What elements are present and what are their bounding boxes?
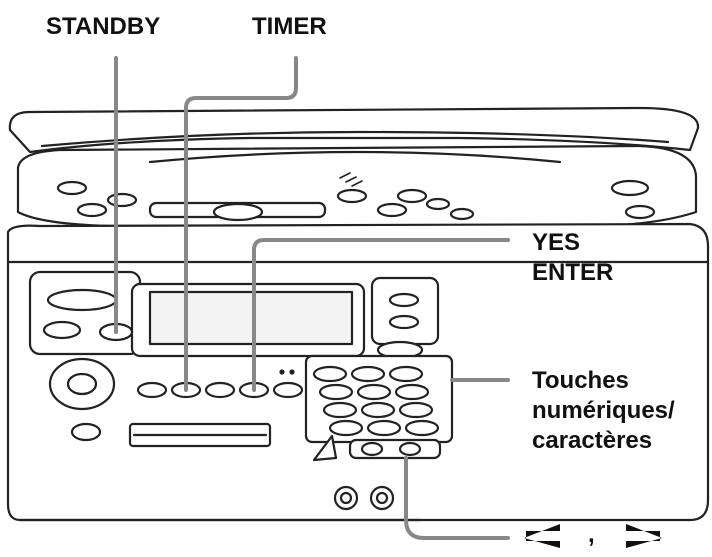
standby-top-button[interactable] — [46, 288, 118, 312]
device-lid — [8, 106, 700, 154]
numeric-key[interactable] — [366, 419, 402, 437]
top-button[interactable] — [449, 207, 475, 221]
touches-label-line1: Touches — [532, 367, 629, 394]
top-button[interactable] — [610, 179, 650, 197]
lower-round-button[interactable] — [70, 422, 102, 442]
top-deck — [16, 144, 698, 228]
lid-inner-edge — [40, 130, 670, 148]
speaker-mark — [339, 172, 363, 187]
right-panel-button[interactable] — [388, 314, 420, 330]
numeric-key[interactable] — [318, 383, 354, 401]
top-button[interactable] — [336, 188, 368, 204]
numeric-key[interactable] — [404, 419, 440, 437]
right-arrow-button[interactable] — [398, 441, 422, 457]
numeric-key[interactable] — [394, 383, 430, 401]
left-panel — [28, 270, 142, 356]
top-button[interactable] — [624, 204, 656, 220]
function-button[interactable] — [136, 381, 168, 399]
numeric-key[interactable] — [356, 383, 392, 401]
standby-label: STANDBY — [46, 13, 161, 40]
indicator-dot — [279, 369, 285, 375]
top-button[interactable] — [56, 180, 88, 196]
right-arrow-icon — [626, 524, 662, 548]
top-button[interactable] — [106, 192, 138, 208]
yes-label: YES — [532, 229, 581, 256]
touches-label-line2: numériques/ — [532, 397, 675, 424]
right-panel — [370, 276, 440, 346]
touches-label-line3: caractères — [532, 427, 653, 454]
yes-enter-callout-line — [252, 238, 510, 392]
enter-label: ENTER — [532, 259, 614, 286]
function-button[interactable] — [272, 381, 304, 399]
jog-dial-center[interactable] — [66, 372, 98, 396]
numeric-key[interactable] — [328, 419, 364, 437]
jack-inner — [375, 491, 389, 505]
left-panel-button[interactable] — [42, 320, 82, 340]
numeric-key[interactable] — [398, 401, 434, 419]
arrows-callout-line — [404, 456, 510, 540]
timer-label: TIMER — [252, 13, 327, 40]
top-center-knob[interactable] — [212, 202, 264, 222]
numeric-key[interactable] — [388, 365, 424, 383]
indicator-dot — [289, 369, 295, 375]
left-arrow-button[interactable] — [360, 441, 384, 457]
timer-callout-line — [184, 56, 298, 392]
numeric-key[interactable] — [350, 365, 386, 383]
top-button[interactable] — [396, 188, 428, 204]
play-triangle-button[interactable] — [312, 434, 338, 462]
jack-inner — [339, 491, 353, 505]
function-button[interactable] — [204, 381, 236, 399]
left-arrow-icon — [524, 524, 560, 548]
top-button[interactable] — [76, 202, 108, 218]
numeric-key[interactable] — [322, 401, 358, 419]
top-button[interactable] — [376, 202, 408, 218]
numeric-key[interactable] — [312, 365, 348, 383]
top-button[interactable] — [425, 197, 451, 211]
display-window — [148, 290, 354, 346]
right-panel-button[interactable] — [388, 292, 420, 308]
numeric-key[interactable] — [360, 401, 396, 419]
arrows-separator: , — [588, 521, 595, 548]
cd-door — [148, 150, 562, 164]
